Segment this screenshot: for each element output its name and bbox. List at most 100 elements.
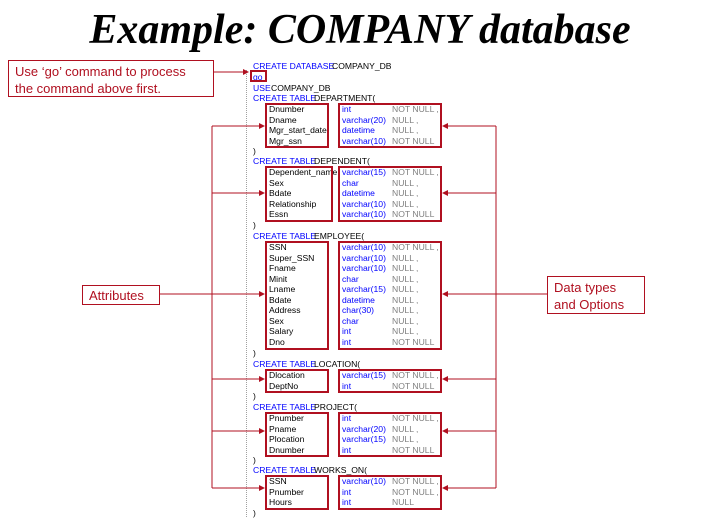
column-option: NOT NULL [392, 444, 435, 455]
column-type: char [342, 315, 359, 326]
data-types-box [338, 241, 442, 350]
column-name: DeptNo [269, 380, 299, 391]
column-type: datetime [342, 294, 375, 305]
column-option: NULL , [392, 294, 419, 305]
column-type: int [342, 380, 352, 391]
attributes-box [265, 475, 329, 510]
column-type: int [342, 104, 352, 114]
column-name: Dlocation [269, 370, 305, 380]
slide-title: Example: COMPANY database [89, 7, 631, 53]
go-callout-line2: the command above first. [15, 81, 161, 96]
column-name: Mgr_ssn [269, 135, 302, 146]
column-name: Bdate [269, 188, 292, 199]
column-type: int [342, 336, 352, 347]
column-option: NOT NULL , [392, 476, 439, 486]
create-table-keyword: CREATE TABLE [253, 359, 317, 369]
go-callout-line1: Use ‘go’ command to process [15, 64, 186, 79]
attributes-label: Attributes [89, 288, 144, 303]
table-name: DEPARTMENT( [314, 93, 376, 103]
column-name: Essn [269, 209, 289, 220]
column-type: varchar(15) [342, 284, 386, 295]
column-name: Dname [269, 114, 297, 125]
close-paren: ) [253, 219, 256, 230]
data-types-callout: Data types and Options [547, 276, 645, 314]
column-option: NULL , [392, 315, 419, 326]
column-name: Lname [269, 284, 296, 295]
column-option: NOT NULL , [392, 370, 439, 380]
table-name: WORKS_ON( [314, 465, 367, 475]
attributes-box [265, 412, 329, 458]
column-type: int [342, 444, 352, 455]
column-name: Salary [269, 326, 294, 337]
column-option: NOT NULL [392, 336, 435, 347]
column-option: NOT NULL , [392, 413, 439, 423]
database-name: COMPANY_DB [332, 61, 392, 71]
column-name: SSN [269, 242, 287, 252]
column-option: NULL , [392, 434, 419, 445]
column-name: Dependent_name [269, 167, 338, 177]
column-option: NULL , [392, 177, 419, 188]
column-type: varchar(10) [342, 252, 386, 263]
column-type: datetime [342, 188, 375, 199]
close-paren: ) [253, 391, 256, 402]
close-paren: ) [253, 347, 256, 358]
column-option: NULL [392, 497, 414, 508]
create-table-keyword: CREATE TABLE [253, 156, 317, 166]
column-option: NOT NULL [392, 380, 435, 391]
column-option: NOT NULL , [392, 242, 439, 252]
column-name: Minit [269, 273, 288, 284]
column-name: SSN [269, 476, 287, 486]
create-table-keyword: CREATE TABLE [253, 231, 317, 241]
column-name: Dno [269, 336, 285, 347]
column-name: Address [269, 305, 301, 316]
column-name: Hours [269, 497, 292, 508]
column-name: Bdate [269, 294, 292, 305]
column-option: NULL , [392, 198, 419, 209]
column-type: int [342, 486, 352, 497]
create-database-keyword: CREATE DATABASE [253, 61, 335, 71]
column-name: Mgr_start_date [269, 125, 327, 136]
column-option: NULL , [392, 125, 419, 136]
column-type: int [342, 497, 352, 508]
data-types-box [338, 369, 442, 394]
column-name: Plocation [269, 434, 305, 445]
column-type: char [342, 273, 359, 284]
data-types-line1: Data types [554, 280, 617, 295]
column-option: NULL , [392, 423, 419, 434]
column-name: Pnumber [269, 413, 304, 423]
go-highlight-box [250, 70, 267, 82]
table-name: EMPLOYEE( [314, 231, 365, 241]
column-type: varchar(10) [342, 209, 386, 220]
close-paren: ) [253, 146, 256, 157]
column-option: NOT NULL , [392, 104, 439, 114]
attributes-box [265, 241, 329, 350]
go-command-callout: Use ‘go’ command to process the command … [8, 60, 214, 97]
column-name: Pname [269, 423, 297, 434]
column-type: datetime [342, 125, 375, 136]
close-paren: ) [253, 455, 256, 466]
data-types-box [338, 412, 442, 458]
column-option: NULL , [392, 273, 419, 284]
column-type: varchar(20) [342, 114, 386, 125]
column-type: varchar(10) [342, 476, 386, 486]
column-name: Pnumber [269, 486, 304, 497]
attributes-box [265, 166, 333, 222]
table-name: PROJECT( [314, 402, 357, 412]
use-database-name: COMPANY_DB [271, 83, 331, 93]
create-table-keyword: CREATE TABLE [253, 93, 317, 103]
column-type: int [342, 326, 352, 337]
column-option: NOT NULL , [392, 167, 439, 177]
attributes-box [265, 103, 329, 149]
close-paren: ) [253, 507, 256, 518]
column-option: NULL , [392, 188, 419, 199]
column-name: Sex [269, 177, 284, 188]
column-option: NOT NULL [392, 135, 435, 146]
column-type: varchar(10) [342, 198, 386, 209]
data-types-line2: and Options [554, 297, 625, 312]
attributes-callout: Attributes [82, 285, 160, 305]
column-type: char [342, 177, 359, 188]
column-option: NULL , [392, 114, 419, 125]
column-name: Fname [269, 263, 296, 274]
